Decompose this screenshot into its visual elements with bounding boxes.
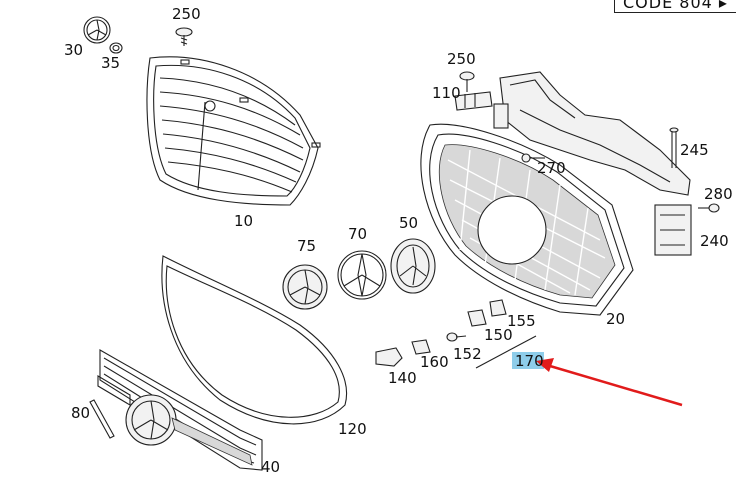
part-160-clip [411,339,431,355]
label-250-top: 250 [172,5,201,23]
part-110-clip [454,91,493,111]
part-50-emblem-base [390,238,436,294]
part-number-labels: 250 30 35 10 75 70 50 250 110 270 245 28… [64,5,733,476]
part-170-strip [475,335,537,369]
part-155-clip [489,299,507,317]
part-170-highlight [512,352,544,369]
label-160: 160 [420,353,449,371]
label-35: 35 [101,54,120,72]
label-270: 270 [537,159,566,177]
label-75: 75 [297,237,316,255]
part-70-emblem [337,250,387,300]
part-120-trim-frame [161,255,348,425]
part-150-clip [467,309,487,327]
part-140-clip [375,347,403,367]
label-20: 20 [606,310,625,328]
label-245: 245 [680,141,709,159]
part-75-emblem [282,264,328,310]
part-35-clip [109,42,123,54]
label-40: 40 [261,458,280,476]
part-270-screw [521,153,545,163]
part-250-screw-right [459,71,475,92]
part-30-star-emblem [83,16,111,44]
code-label: CODE 804 ▸ [614,0,736,13]
pointer-arrow-line [549,364,683,407]
pointer-arrow-head [536,358,554,372]
part-80-bar [89,375,131,439]
part-245-bolt [669,127,679,168]
label-110: 110 [432,84,461,102]
label-155: 155 [507,312,536,330]
label-30: 30 [64,41,83,59]
part-280-screw [698,203,720,213]
label-150: 150 [484,326,513,344]
label-170: 170 [515,352,544,370]
part-20-main-grille [420,123,634,316]
label-10: 10 [234,212,253,230]
part-152-screw [446,332,467,342]
part-bracket [493,71,692,256]
label-240: 240 [700,232,729,250]
label-140: 140 [388,369,417,387]
part-10-grille [146,56,321,206]
label-250-right: 250 [447,50,476,68]
label-50: 50 [399,214,418,232]
label-280: 280 [704,185,733,203]
part-40-lower-grille [99,349,263,471]
label-70: 70 [348,225,367,243]
code-label-text: CODE 804 [623,0,713,12]
label-80: 80 [71,404,90,422]
label-120: 120 [338,420,367,438]
part-250-screw-top [175,27,193,46]
label-152: 152 [453,345,482,363]
